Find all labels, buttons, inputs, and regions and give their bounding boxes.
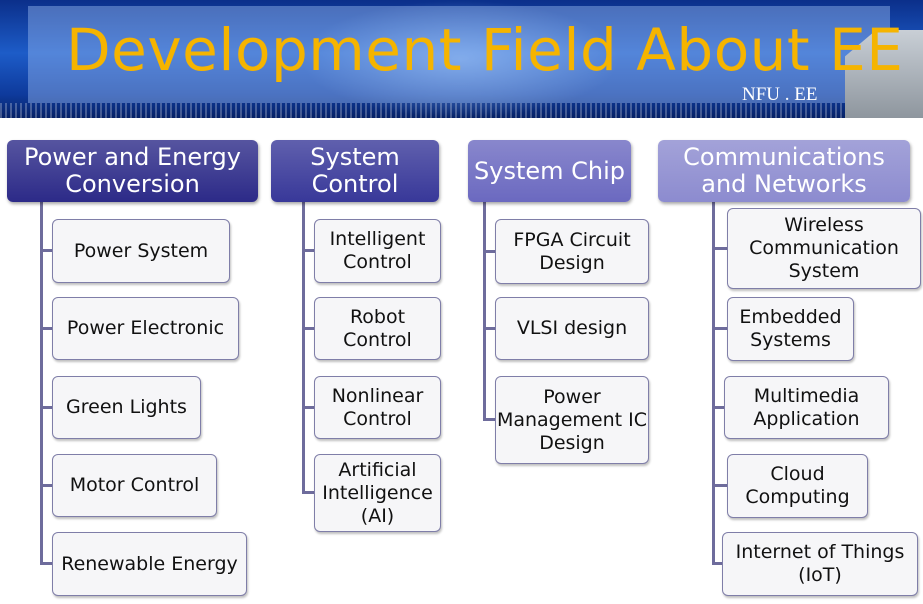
connector-branch — [40, 326, 52, 330]
topic-box: FPGA Circuit Design — [495, 219, 649, 284]
connector-branch — [712, 246, 727, 250]
connector-trunk — [483, 202, 486, 420]
connector-trunk — [40, 202, 43, 564]
topic-box: Artificial Intelligence (AI) — [314, 454, 441, 532]
page-title: Development Field About EE — [66, 16, 904, 84]
topic-box: Robot Control — [314, 297, 441, 360]
connector-branch — [302, 491, 314, 494]
banner-glow — [300, 0, 620, 118]
connector-branch — [483, 418, 495, 421]
topic-box: Intelligent Control — [314, 219, 441, 283]
connector-branch — [302, 405, 314, 409]
topic-box: Multimedia Application — [724, 376, 889, 439]
connector-trunk — [712, 202, 715, 564]
connector-branch — [40, 483, 52, 487]
connector-branch — [40, 405, 52, 409]
topic-box: Power Management IC Design — [495, 376, 649, 464]
topic-box: Internet of Things (IoT) — [722, 532, 918, 596]
topic-box: Nonlinear Control — [314, 376, 441, 439]
banner-tag: NFU . EE — [742, 84, 818, 105]
banner: Development Field About EE NFU . EE — [0, 0, 923, 118]
connector-branch — [40, 249, 52, 252]
category-header: Communications and Networks — [658, 140, 910, 202]
connector-branch — [302, 326, 314, 330]
banner-panel — [28, 6, 890, 103]
connector-branch — [712, 562, 722, 565]
topic-box: VLSI design — [495, 297, 649, 360]
topic-box: Renewable Energy — [52, 532, 247, 596]
category-header: System Control — [271, 140, 439, 202]
topic-box: Power Electronic — [52, 297, 239, 360]
connector-branch — [483, 249, 495, 253]
topic-box: Cloud Computing — [727, 454, 868, 518]
category-header: Power and Energy Conversion — [7, 140, 258, 202]
topic-box: Power System — [52, 219, 230, 283]
connector-branch — [712, 484, 727, 487]
topic-box: Embedded Systems — [727, 297, 854, 361]
topic-box: Wireless Communication System — [727, 208, 921, 289]
banner-dots — [0, 103, 923, 118]
category-header: System Chip — [468, 140, 631, 202]
connector-branch — [302, 249, 314, 252]
topic-box: Green Lights — [52, 376, 201, 439]
connector-branch — [40, 562, 52, 565]
connector-branch — [712, 405, 724, 409]
topic-box: Motor Control — [52, 454, 217, 517]
connector-branch — [712, 327, 727, 330]
connector-trunk — [302, 202, 305, 493]
connector-branch — [483, 326, 495, 330]
